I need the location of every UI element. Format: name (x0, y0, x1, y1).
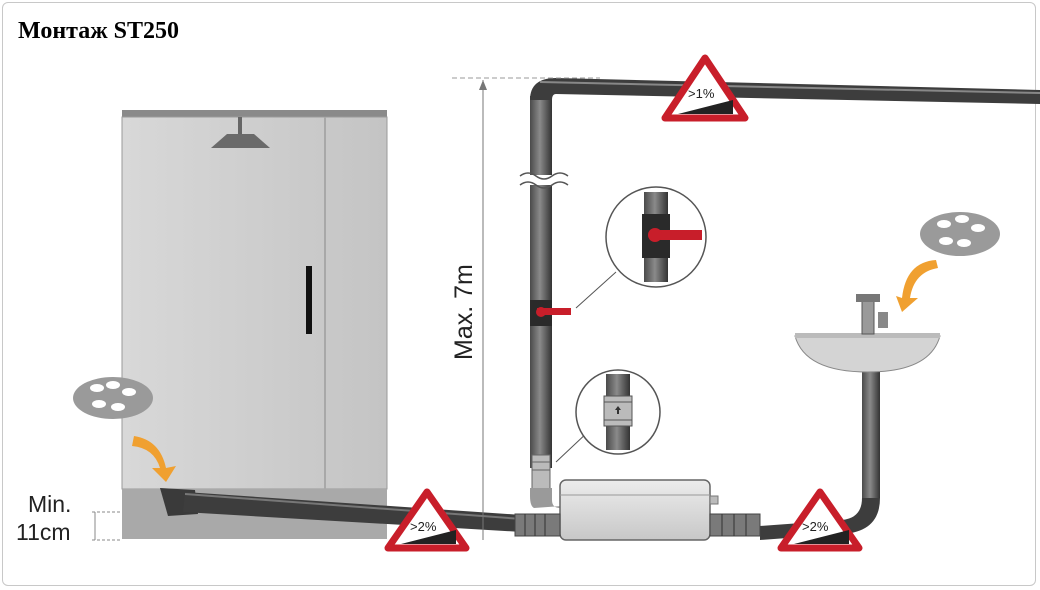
faucet-icon (856, 294, 888, 335)
min-height-dimension: Min. 11cm (16, 491, 122, 545)
discharge-pipe (519, 78, 1040, 508)
orange-arrow-left-icon (132, 436, 176, 482)
left-inlet-connector (514, 513, 561, 537)
valve-detail-callout (575, 186, 707, 309)
slope-top-label: >1% (688, 86, 715, 101)
orange-arrow-right-icon (896, 260, 938, 312)
max-height-dimension: Max. 7m (450, 77, 600, 540)
cabin-door-handle (306, 266, 312, 334)
wash-basin (794, 294, 941, 373)
right-inlet-connector (709, 513, 761, 537)
shower-head-icon (211, 117, 270, 148)
diagram-title: Монтаж ST250 (18, 18, 180, 44)
check-valve-detail-callout (555, 369, 661, 463)
slope-triangle-top: >1% (661, 54, 749, 122)
max-height-label: Max. 7m (450, 264, 478, 360)
ball-valve-icon (530, 300, 571, 326)
min-label-line1: Min. (28, 491, 71, 517)
slope-triangle-right: >2% (777, 488, 863, 552)
min-label-line2: 11cm (16, 519, 71, 545)
pump-unit (514, 479, 761, 541)
drain-grate-icon-left (73, 377, 153, 419)
slope-right-label: >2% (802, 519, 829, 534)
drain-grate-icon-right (920, 212, 1000, 256)
slope-left-label: >2% (410, 519, 437, 534)
slope-triangle-left: >2% (384, 488, 470, 552)
